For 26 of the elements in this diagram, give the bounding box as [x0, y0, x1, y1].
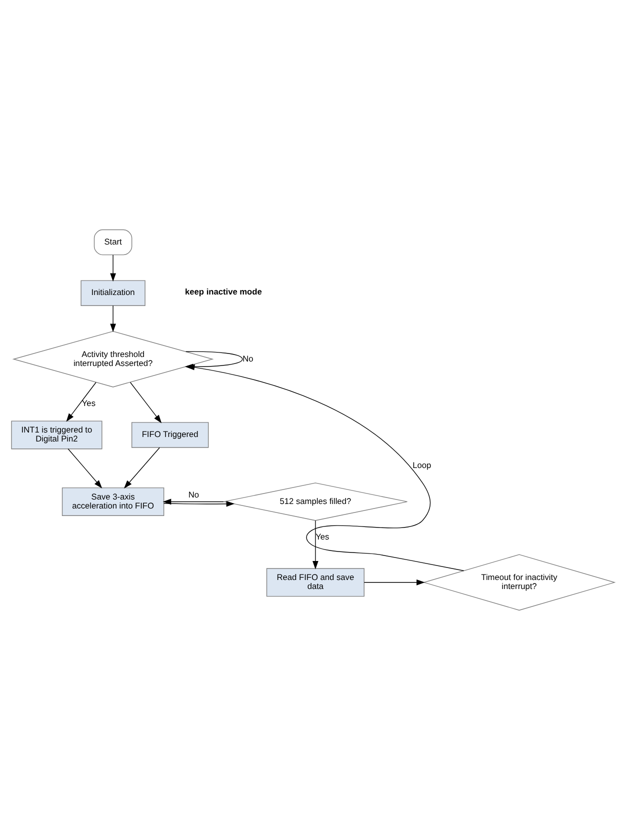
arrow — [68, 448, 102, 488]
node-diamond: Activity threshold interrupted Asserted? — [12, 330, 214, 387]
node-box: Start — [94, 228, 132, 255]
node-diamond: 512 samples filled? — [223, 482, 408, 520]
arrow — [163, 500, 235, 506]
arrow — [364, 578, 425, 585]
node-box: Initialization — [80, 280, 146, 306]
label: keep inactive mode — [185, 286, 262, 296]
arrow — [110, 304, 116, 332]
node-box: Read FIFO and save data — [266, 568, 364, 596]
arrow — [312, 520, 318, 569]
arrow — [66, 382, 96, 422]
arrow — [124, 446, 160, 488]
edge-label: Yes — [82, 398, 96, 408]
node-box: FIFO Triggered — [131, 422, 209, 448]
node-box: Save 3-axis acceleration into FIFO — [62, 486, 164, 516]
edge-label: No — [242, 352, 254, 363]
edge-label: Loop — [412, 460, 432, 470]
node-box: INT1 is triggered to Digital Pin2 — [11, 420, 102, 449]
arrow — [130, 382, 162, 423]
arrow — [110, 254, 116, 282]
arrow — [186, 364, 464, 571]
edge-label: Yes — [316, 531, 330, 542]
arrow — [162, 498, 224, 504]
edge-label: No — [188, 488, 200, 499]
node-diamond: Timeout for inactivity interrupt? — [422, 554, 616, 610]
